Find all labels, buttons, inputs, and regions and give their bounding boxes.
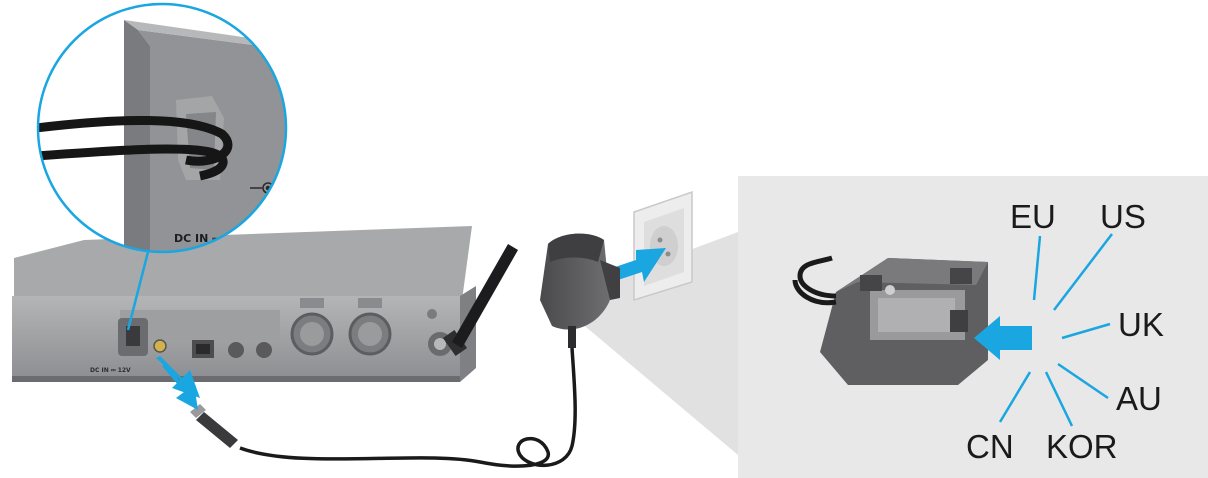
region-label-us: US [1100, 198, 1146, 235]
region-label-eu: EU [1010, 198, 1056, 235]
receiver-dc-label: DC IN ⎓ 12V [90, 367, 131, 374]
region-label-kor: KOR [1046, 428, 1118, 465]
region-label-au: AU [1116, 380, 1162, 417]
wall-outlet [634, 192, 692, 300]
region-label-uk: UK [1118, 306, 1164, 343]
receiver-device: DC IN ⎓ 12V [12, 226, 476, 382]
region-label-cn: CN [966, 428, 1014, 465]
dc-plug [190, 404, 238, 448]
